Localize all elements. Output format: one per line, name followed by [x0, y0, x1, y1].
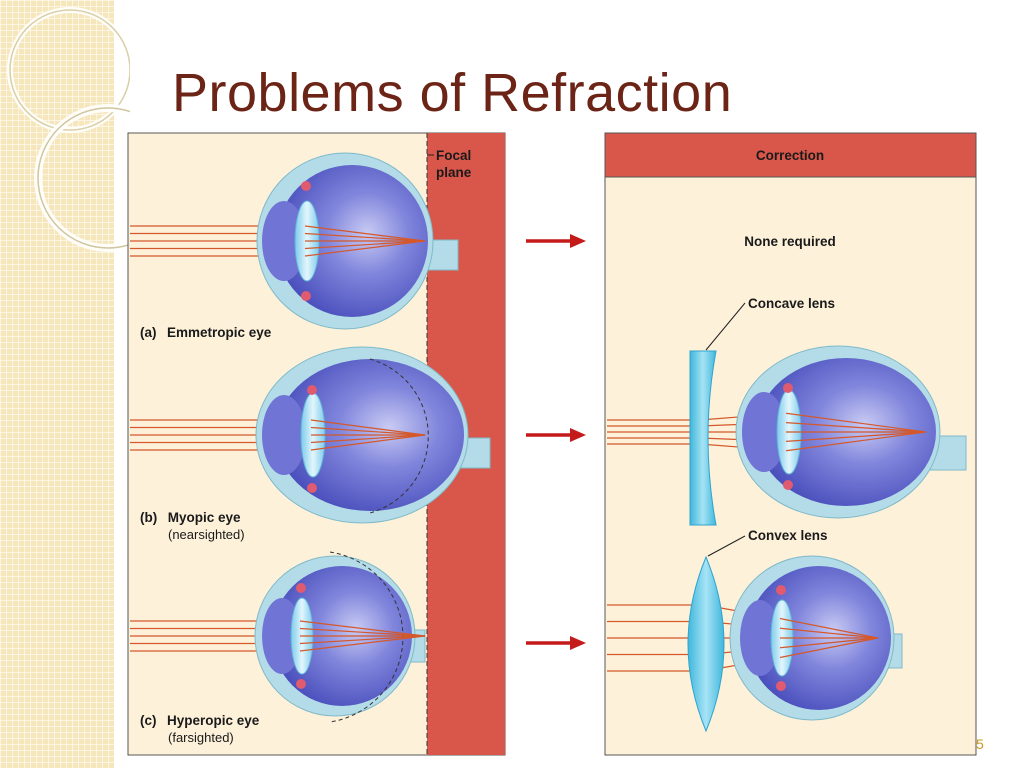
ray-b-refract-1: [310, 426, 426, 436]
correction-header: [604, 132, 977, 178]
ray-a-refract-1: [304, 232, 426, 242]
caption-b-note: (nearsighted): [168, 527, 245, 542]
caption-b: (b) Myopic eye: [140, 509, 241, 526]
ray-b-corr-focus-1: [785, 422, 927, 433]
arrow-b: [526, 428, 586, 442]
arrow-c: [526, 636, 586, 650]
caption-c-note: (farsighted): [168, 730, 234, 745]
focal-plane-label-2: plane: [436, 165, 472, 180]
convex-lens: [687, 555, 725, 733]
ray-b-corr-focus-0: [785, 412, 927, 433]
page-number: 5: [976, 736, 984, 752]
ray-c-refract-3: [299, 635, 426, 645]
ray-a-refract-4: [304, 240, 426, 257]
ray-b-corr-focus-3: [785, 431, 927, 442]
ray-c-refract-4: [299, 635, 426, 652]
ray-c-corr-focus-3: [779, 637, 879, 649]
light-rays-overlay: [299, 225, 927, 659]
caption-c: (c) Hyperopic eye: [140, 712, 260, 729]
eye-emmetropic: [256, 152, 459, 330]
arrow-a: [526, 234, 586, 248]
ray-b-corr-focus-4: [785, 431, 927, 452]
ray-c-corr-focus-1: [779, 627, 879, 639]
decorative-rings: [7, 7, 130, 252]
ray-c-corr-focus-0: [779, 617, 879, 639]
ray-c-refract-1: [299, 627, 426, 637]
slide-title: Problems of Refraction: [172, 63, 733, 123]
concave-lens-label: Concave lens: [748, 296, 835, 311]
ray-a-refract-0: [304, 225, 426, 242]
ray-a-refract-3: [304, 240, 426, 250]
focal-plane-label-1: Focal: [436, 148, 471, 163]
ray-c-corr-focus-4: [779, 637, 879, 659]
none-required-label: None required: [744, 234, 836, 249]
ray-b-refract-3: [310, 434, 426, 444]
concave-lens: [689, 350, 717, 526]
ray-b-refract-4: [310, 434, 426, 451]
ray-b-refract-0: [310, 419, 426, 436]
caption-a: (a) Emmetropic eye: [140, 324, 272, 341]
ray-c-refract-0: [299, 620, 426, 637]
convex-lens-label: Convex lens: [748, 528, 828, 543]
correction-title: Correction: [756, 148, 824, 163]
